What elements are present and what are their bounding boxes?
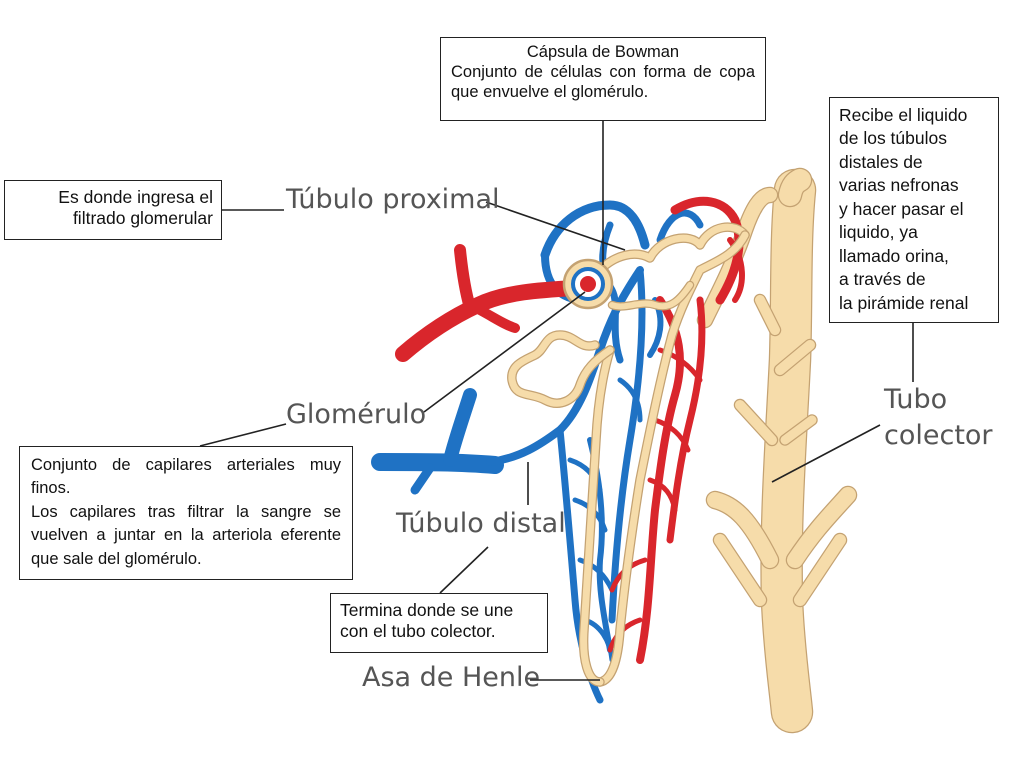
proximal-box-line-2: filtrado glomerular (72, 208, 213, 228)
artery-branch (454, 244, 476, 314)
artery-branch (475, 305, 520, 333)
collector-trunk (761, 170, 815, 732)
glomerulus-box: Conjunto de capilares arteriales muy fin… (19, 446, 353, 580)
label-asa-de-henle: Asa de Henle (362, 662, 541, 693)
artery-capillary (636, 296, 684, 664)
leader-glomerulo (423, 291, 586, 413)
leader-tubo-colector (771, 424, 881, 483)
vein-branch (443, 388, 477, 467)
collector-branch (794, 534, 846, 606)
distal-tubule-box: Termina donde se une con el tubo colecto… (330, 593, 548, 653)
glomerulus-core (580, 276, 596, 292)
collector-box-line: de los túbulos (839, 128, 947, 149)
henle-ascending (580, 346, 614, 686)
vein-capillary (540, 200, 650, 260)
leader-glomerulo-box (199, 423, 287, 447)
vein-capillary (608, 266, 646, 624)
distal-tubule (508, 331, 614, 407)
label-colector: colector (884, 420, 993, 451)
collector-box-line: liquido, ya (839, 222, 918, 243)
vein-trunk (371, 453, 504, 474)
label-tubo: Tubo (884, 384, 948, 415)
collector-box-line: Recibe el liquido (839, 105, 968, 125)
collector-top (779, 169, 811, 206)
leader-lines (199, 121, 914, 681)
collector-branch (780, 415, 817, 445)
artery-capillary (670, 196, 744, 305)
artery-mesh (652, 417, 691, 453)
collector-branch (714, 534, 766, 606)
proximal-box-line-1: Es donde ingresa el (58, 187, 213, 207)
collector-box-line: la pirámide renal (839, 292, 969, 313)
collector-branch (707, 492, 778, 568)
artery-mesh (647, 477, 678, 513)
bowman-box-text: Conjunto de células con forma de copa qu… (451, 62, 755, 101)
collector-branch (755, 295, 780, 335)
collector-branch (735, 400, 777, 445)
glomerulus-box-text-2: Los capilares tras filtrar la sangre se … (31, 502, 341, 568)
label-glomerulo: Glomérulo (286, 399, 427, 430)
glomerulus-box-text-1: Conjunto de capilares arteriales muy fin… (31, 456, 341, 498)
collecting-duct (696, 167, 858, 734)
leader-distal-box (439, 546, 489, 594)
collector-branch (787, 487, 856, 568)
proximal-convolution (609, 282, 693, 310)
vein-branch (410, 463, 435, 495)
label-tubulo-proximal: Túbulo proximal (286, 184, 500, 215)
collector-box-line: varias nefronas (839, 175, 959, 196)
proximal-tubule-box: Es donde ingresa el filtrado glomerular (4, 180, 222, 240)
collector-box-line: y hacer pasar el (839, 198, 964, 219)
nephron-tubule (507, 222, 750, 687)
vein-capillary (656, 209, 704, 244)
vein-mesh (617, 377, 643, 423)
collector-branch (775, 340, 815, 375)
collector-box-line: a través de (839, 269, 926, 290)
distal-box-line-1: Termina donde se une (340, 600, 514, 620)
bowman-box-title: Cápsula de Bowman (526, 43, 680, 61)
bowman-capsule (562, 258, 614, 310)
bowman-capsule-box: Cápsula de Bowman Conjunto de células co… (440, 37, 766, 121)
arterial-capillaries (395, 196, 745, 664)
henle-descending (596, 231, 749, 686)
proximal-tubule (596, 223, 749, 274)
collector-box-line: distales de (839, 151, 923, 172)
distal-box-line-2: con el tubo colector. (340, 621, 496, 641)
collector-box-line: llamado orina, (839, 245, 949, 266)
collector-tube-box: Recibe el liquido de los túbulos distale… (829, 97, 999, 323)
leader-tubulo-proximal (485, 201, 626, 251)
vein-mesh (567, 457, 603, 493)
label-tubulo-distal: Túbulo distal (396, 508, 566, 539)
artery-trunk (395, 280, 583, 362)
